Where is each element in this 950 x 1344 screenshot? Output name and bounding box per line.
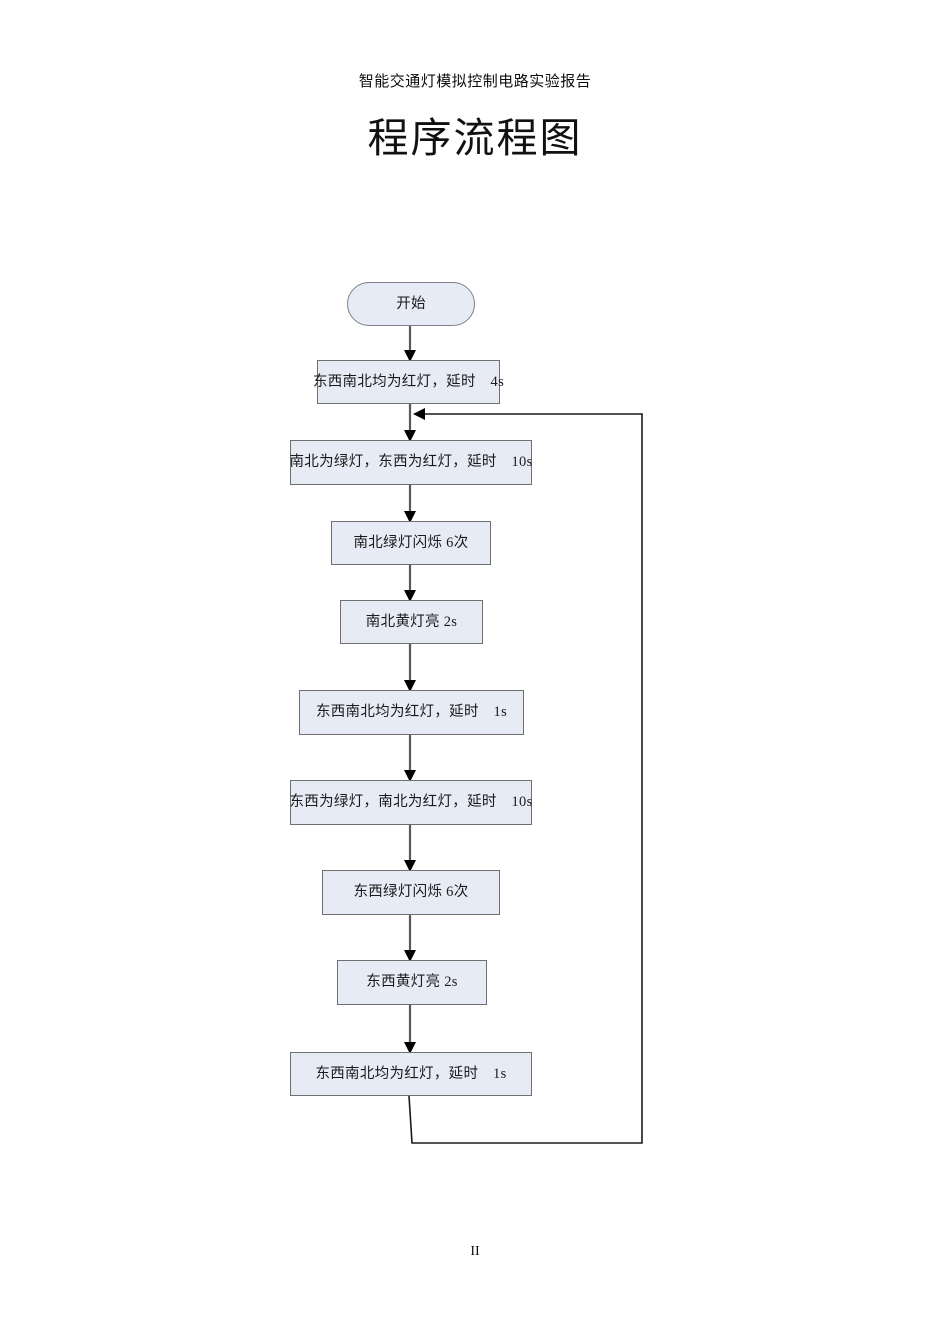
flow-node-ew-green-blink-6[interactable]: 东西绿灯闪烁 6次	[322, 870, 500, 915]
flow-node-start-label: 开始	[396, 295, 426, 312]
flow-node-all-red-1s-b-label: 东西南北均为红灯，延时 1s	[315, 1065, 507, 1082]
flow-node-start[interactable]: 开始	[347, 282, 475, 326]
flow-node-ew-yellow-2s-label: 东西黄灯亮 2s	[366, 974, 458, 991]
flow-node-ns-green-blink-6[interactable]: 南北绿灯闪烁 6次	[331, 521, 491, 565]
flow-node-ns-green-ew-red-10s-label: 南北为绿灯，东西为红灯，延时 10s	[289, 454, 533, 471]
flow-node-ns-green-blink-6-label: 南北绿灯闪烁 6次	[353, 534, 469, 551]
flow-node-ew-yellow-2s[interactable]: 东西黄灯亮 2s	[337, 960, 487, 1005]
flow-node-all-red-4s-label: 东西南北均为红灯，延时 4s	[312, 373, 505, 390]
edge-loopback-to-nsgreen	[408, 408, 643, 1144]
flow-node-ew-green-blink-6-label: 东西绿灯闪烁 6次	[353, 884, 469, 901]
flow-node-ns-yellow-2s[interactable]: 南北黄灯亮 2s	[340, 600, 483, 644]
flow-node-all-red-1s-b[interactable]: 东西南北均为红灯，延时 1s	[290, 1052, 532, 1096]
flow-node-all-red-1s-a[interactable]: 东西南北均为红灯，延时 1s	[299, 690, 524, 735]
flow-node-all-red-1s-a-label: 东西南北均为红灯，延时 1s	[315, 704, 508, 721]
page-number: II	[470, 1244, 480, 1259]
document-header: 智能交通灯模拟控制电路实验报告	[358, 74, 592, 90]
flow-node-all-red-4s[interactable]: 东西南北均为红灯，延时 4s	[313, 360, 504, 404]
flow-node-ew-green-ns-red-10s-label: 东西为绿灯，南北为红灯，延时 10s	[289, 794, 533, 811]
flow-node-ns-yellow-2s-label: 南北黄灯亮 2s	[365, 613, 458, 630]
flow-node-ns-green-ew-red-10s[interactable]: 南北为绿灯，东西为红灯，延时 10s	[289, 440, 533, 485]
page-title: 程序流程图	[367, 115, 583, 161]
flow-node-ew-green-ns-red-10s[interactable]: 东西为绿灯，南北为红灯，延时 10s	[289, 780, 533, 825]
